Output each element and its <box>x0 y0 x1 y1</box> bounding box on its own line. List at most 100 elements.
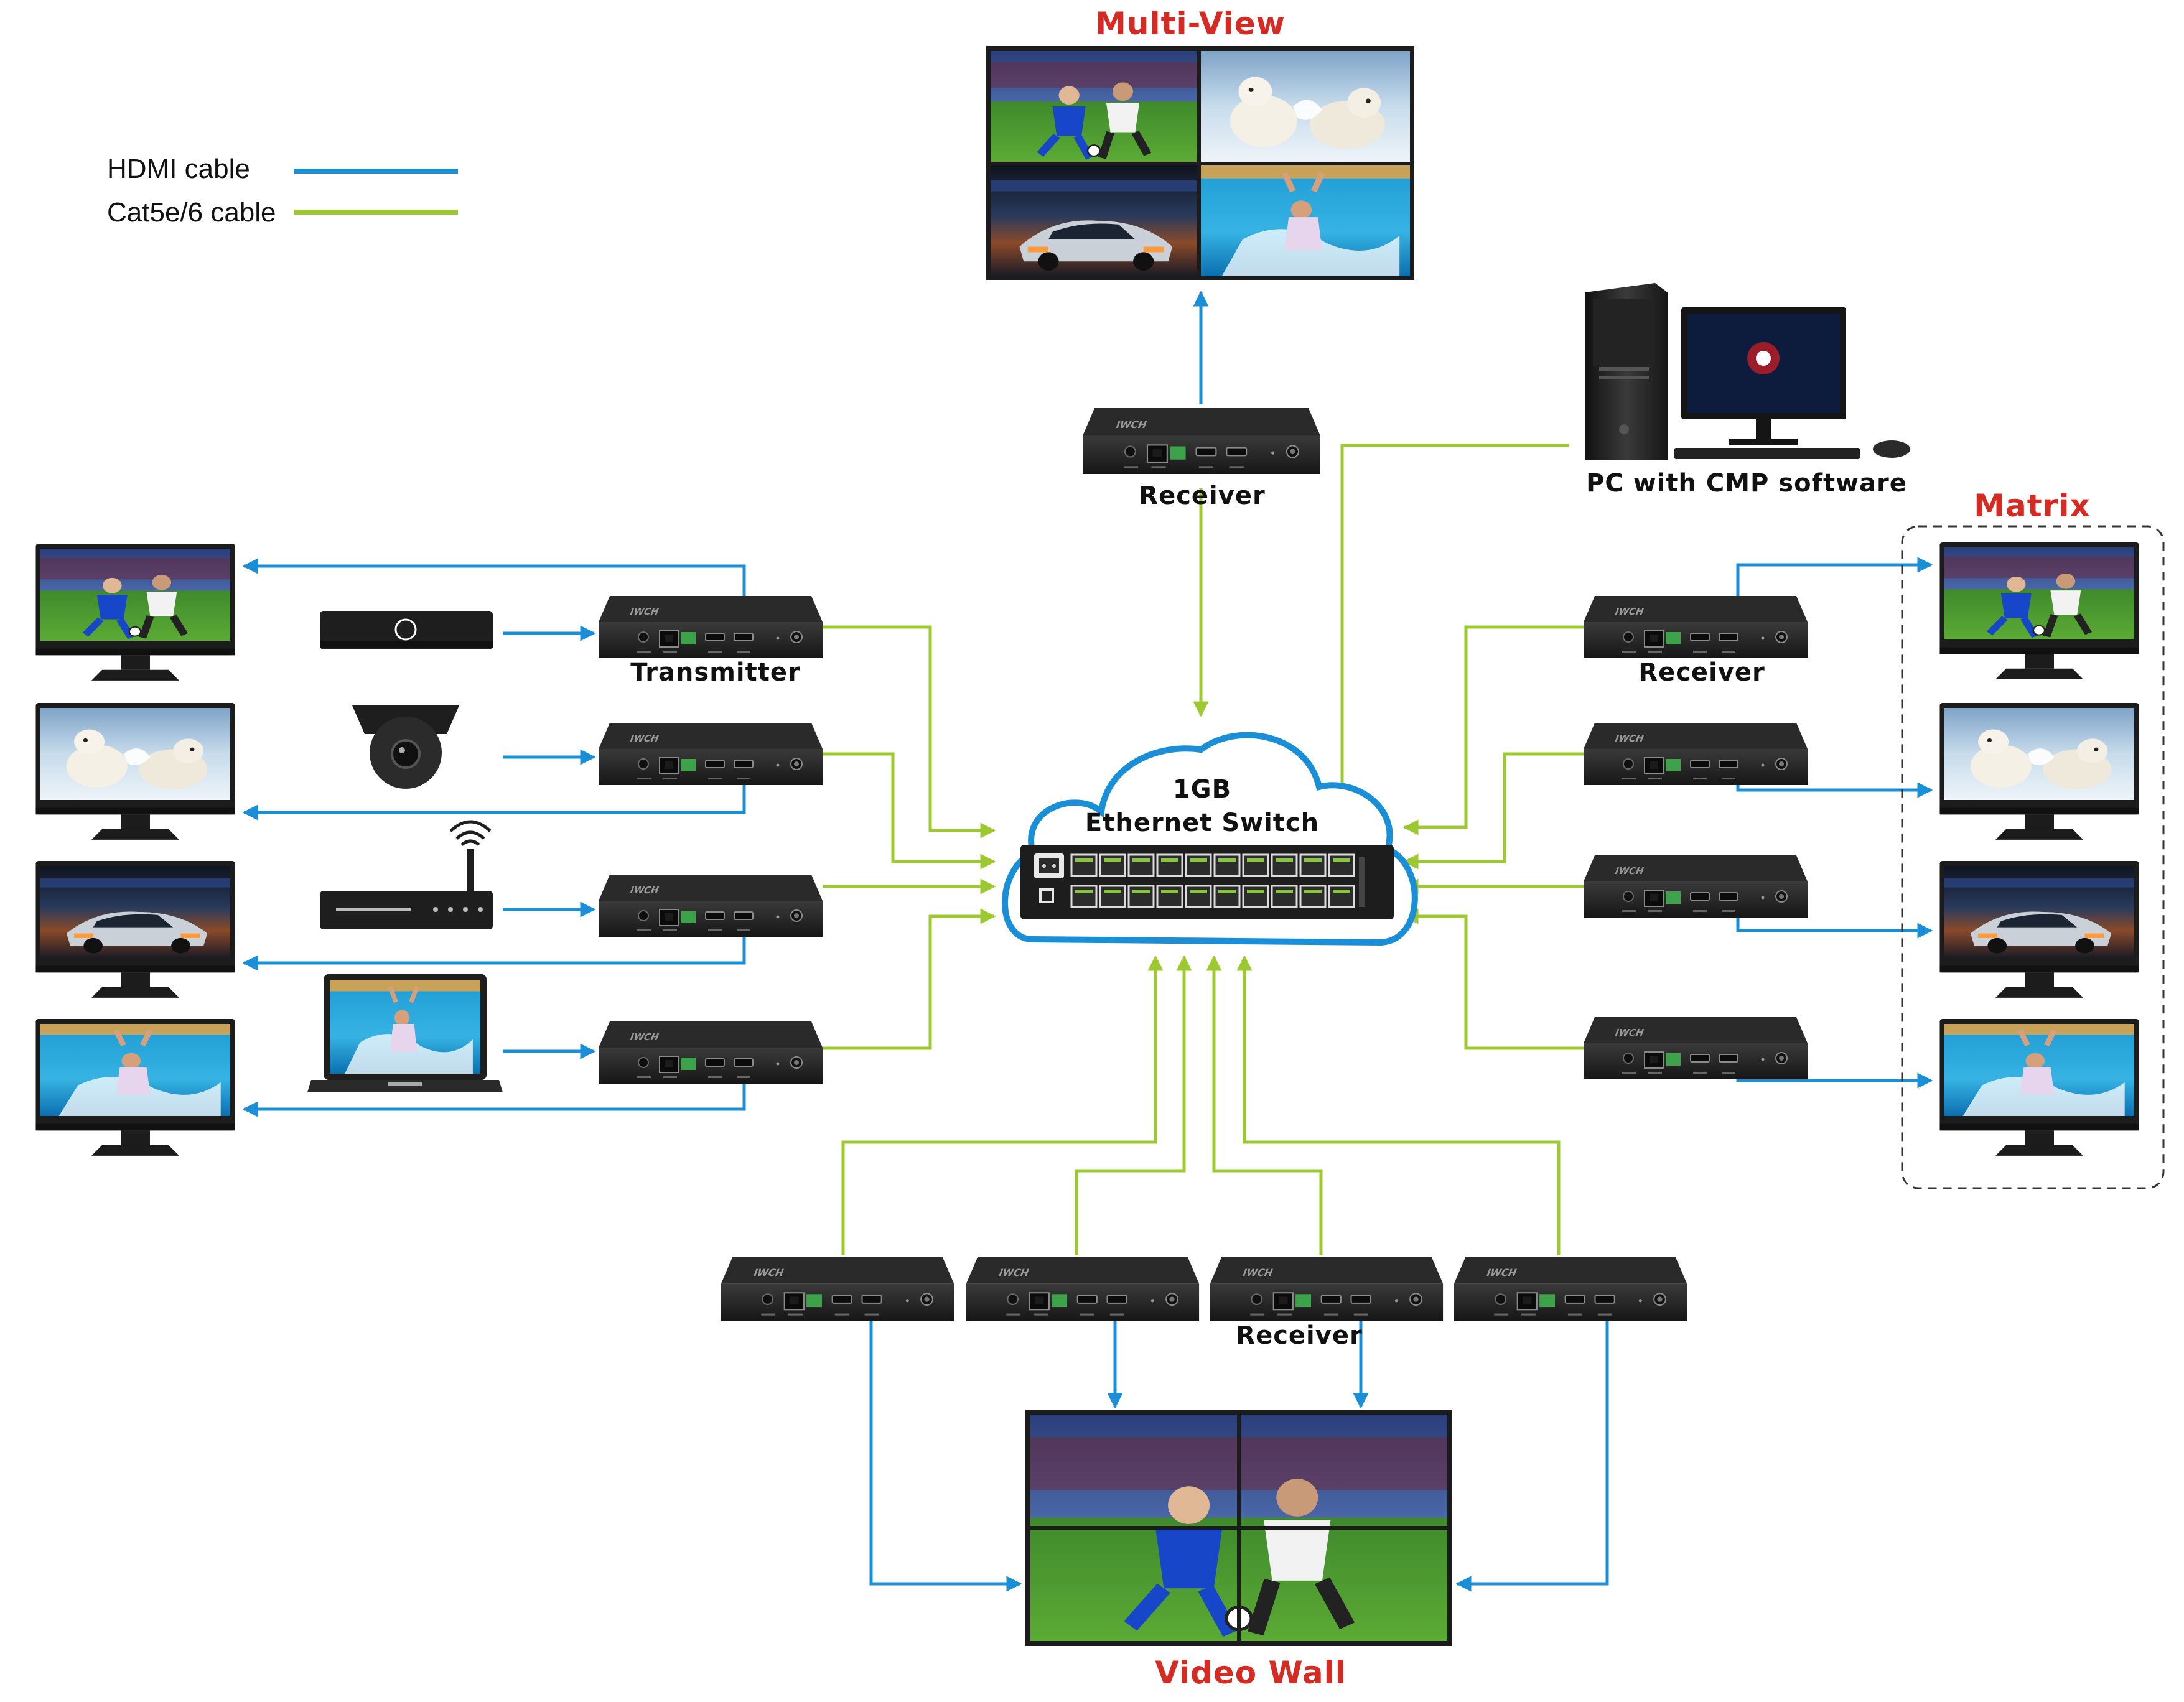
receiver-bottom-3 <box>1210 1257 1443 1321</box>
pc-workstation <box>1585 283 1910 460</box>
switch-port <box>1127 885 1155 908</box>
switch-port <box>1156 853 1183 877</box>
receiver-right-2 <box>1584 723 1808 785</box>
hdmi-cable <box>242 929 746 971</box>
receiver-bottom-4 <box>1454 1257 1687 1321</box>
mouse-icon <box>1873 440 1910 458</box>
legend: HDMI cable Cat5e/6 cable <box>107 154 458 228</box>
multiview-title: Multi-View <box>1095 6 1286 42</box>
set-top-box-icon <box>320 611 493 649</box>
switch-port-led <box>1075 858 1093 862</box>
switch-port-led <box>1104 858 1121 862</box>
receiver-bottom-label: Receiver <box>1236 1321 1362 1350</box>
cat-cable <box>1236 955 1561 1255</box>
switch-port <box>1213 853 1241 877</box>
transmitter-4 <box>599 1021 823 1084</box>
switch-port <box>1271 853 1298 877</box>
receiver-right-1 <box>1584 596 1808 658</box>
switch-port <box>1299 853 1327 877</box>
hdmi-cable <box>242 776 746 821</box>
switch-port-led <box>1218 858 1236 862</box>
receiver-right-label: Receiver <box>1638 658 1765 687</box>
switch-port-led <box>1247 858 1264 862</box>
receiver-top-label: Receiver <box>1139 481 1265 510</box>
switch-port-led <box>1132 858 1150 862</box>
switch-port-led <box>1276 890 1293 893</box>
hdmi-cable <box>242 1073 746 1117</box>
switch-port <box>1099 853 1126 877</box>
videowall-title: Video Wall <box>1155 1655 1346 1691</box>
switch-port <box>1099 885 1126 908</box>
transmitter-label: Transmitter <box>630 658 800 687</box>
pc-monitor-icon <box>1681 307 1846 445</box>
switch-port-led <box>1190 890 1207 893</box>
cat-cable <box>1402 752 1584 870</box>
cat-cables <box>823 444 1584 1255</box>
switch-port <box>1299 885 1327 908</box>
monitor-left-3 <box>35 861 235 998</box>
cat-cable <box>1075 955 1192 1255</box>
monitor-matrix-2 <box>1939 703 2139 840</box>
switch-port-led <box>1161 858 1178 862</box>
switch-label-line2: Ethernet Switch <box>1085 809 1319 837</box>
receiver-right-4 <box>1584 1017 1808 1079</box>
cat-cable <box>823 908 996 1050</box>
switch-port-led <box>1304 890 1322 893</box>
cat-cable <box>841 955 1164 1255</box>
transmitter-1 <box>599 596 823 658</box>
switch-port <box>1328 853 1355 877</box>
hdmi-cable <box>869 1316 1022 1592</box>
switch-port-led <box>1132 890 1150 893</box>
monitor-matrix-1 <box>1939 542 2139 679</box>
ethernet-switch-cloud: 1GB Ethernet Switch <box>1002 732 1418 946</box>
monitor-left-4 <box>35 1019 235 1156</box>
legend-cat-label: Cat5e/6 cable <box>107 197 276 228</box>
switch-port-led <box>1333 858 1350 862</box>
pc-label: PC with CMP software <box>1586 469 1907 498</box>
switch-port <box>1070 885 1098 908</box>
bottom-receivers <box>721 1257 1687 1321</box>
keyboard-icon <box>1674 448 1860 459</box>
receiver-bottom-1 <box>721 1257 954 1321</box>
switch-port <box>1213 885 1241 908</box>
receiver-right-3 <box>1584 855 1808 918</box>
legend-hdmi-label: HDMI cable <box>107 154 250 184</box>
switch-port-led <box>1333 890 1350 893</box>
switch-port-led <box>1104 890 1121 893</box>
switch-port <box>1328 885 1355 908</box>
switch-port-led <box>1247 890 1264 893</box>
transmitter-3 <box>599 875 823 937</box>
receiver-bottom-2 <box>966 1257 1199 1321</box>
transmitter-2 <box>599 723 823 785</box>
multiview-display <box>986 46 1414 280</box>
video-wall-display <box>1025 1410 1452 1646</box>
matrix-group-border <box>1901 525 2165 1189</box>
cat-cable <box>823 752 996 870</box>
switch-ports <box>1070 853 1355 908</box>
monitor-matrix-4 <box>1939 1019 2139 1156</box>
laptop-icon <box>307 974 503 1092</box>
switch-port <box>1070 853 1098 877</box>
switch-port <box>1185 853 1212 877</box>
switch-port <box>1271 885 1298 908</box>
switch-port-led <box>1161 890 1178 893</box>
switch-port-led <box>1075 890 1093 893</box>
cat-cable <box>1402 625 1584 835</box>
cat-cable <box>1206 955 1323 1255</box>
left-monitors <box>35 544 235 1156</box>
wifi-router-icon <box>320 820 493 929</box>
matrix-monitors <box>1939 542 2139 1156</box>
matrix-title: Matrix <box>1974 488 2090 524</box>
switch-port-led <box>1218 890 1236 893</box>
switch-port-led <box>1276 858 1293 862</box>
switch-port <box>1185 885 1212 908</box>
switch-label-line1: 1GB <box>1173 775 1231 804</box>
switch-port <box>1242 853 1269 877</box>
receiver-top-device <box>1083 408 1320 474</box>
switch-port-led <box>1190 858 1207 862</box>
monitor-left-2 <box>35 703 235 840</box>
switch-port <box>1242 885 1269 908</box>
switch-port <box>1127 853 1155 877</box>
monitor-left-1 <box>35 544 235 681</box>
